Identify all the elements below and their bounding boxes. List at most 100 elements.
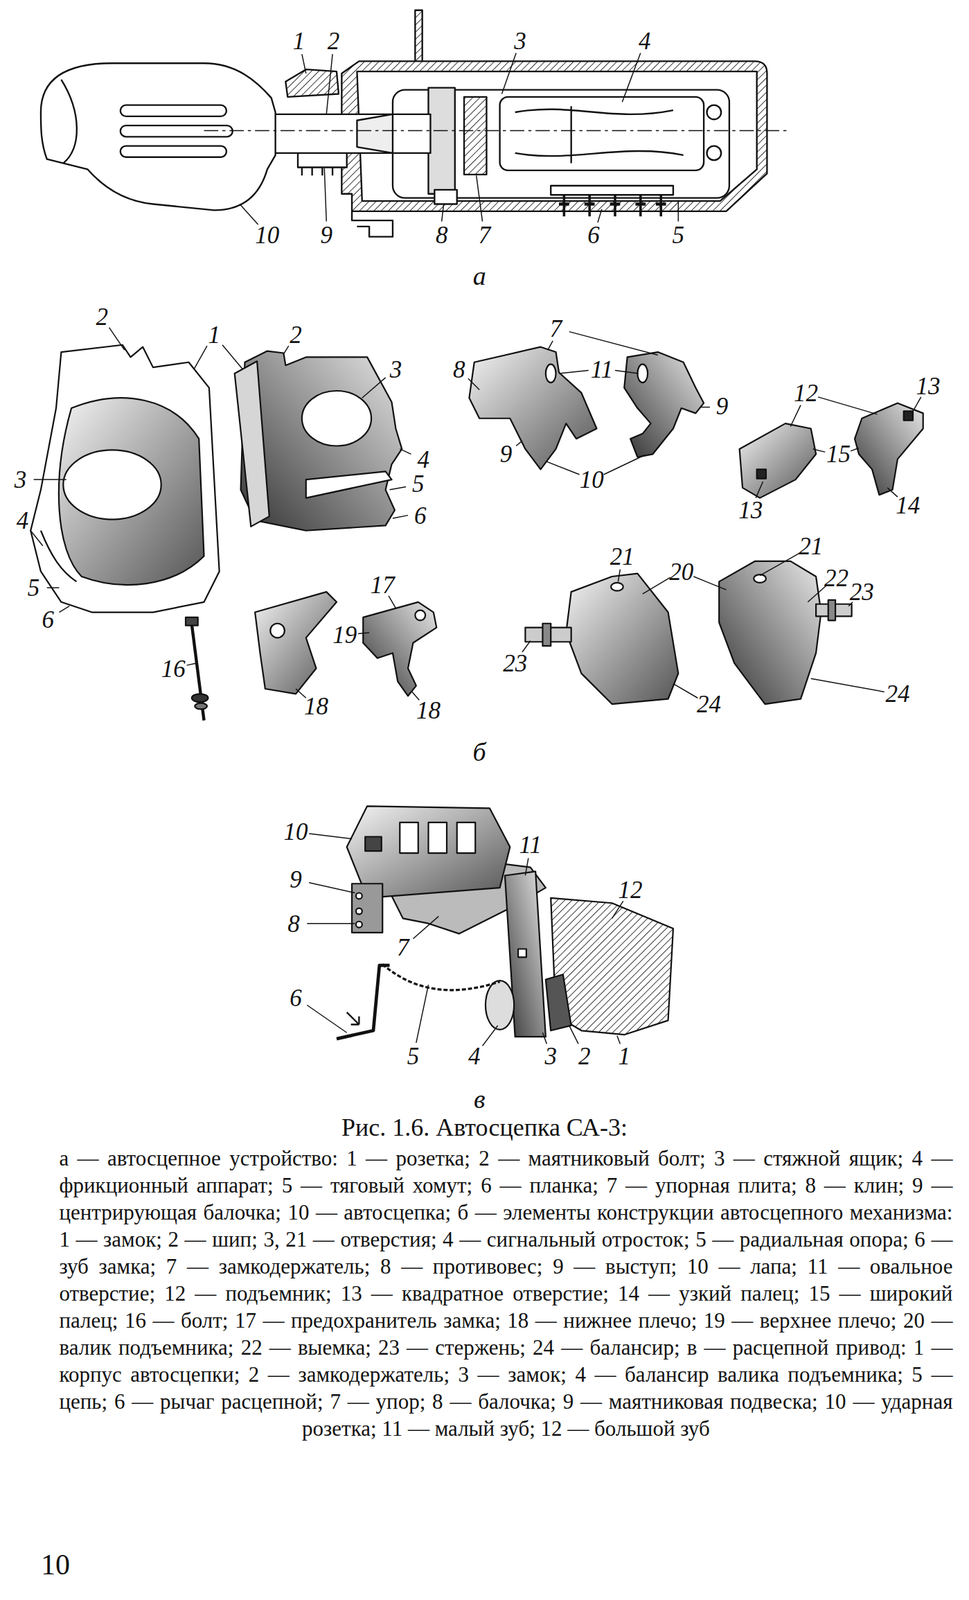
mechanism-parts-drawing-part [254,591,337,694]
mechanism-parts-drawing-part [753,574,767,583]
caption-legend: а — автосцепное устройство: 1 — розетка;… [58,1144,953,1442]
mechanism-parts-drawing-part [854,403,924,496]
leader-line-part [617,1035,620,1044]
leader-line-part [416,984,429,1043]
figure-letter: в [473,1085,486,1112]
leader-line-part [30,530,43,546]
coupler-assembly-drawing-part [558,202,667,206]
callout-number: 7 [478,222,492,247]
leader-line-part [392,515,408,519]
callout-number: 3 [544,1043,557,1069]
callout-number: 1 [292,28,306,53]
callout-number: 2 [327,28,341,53]
coupler-assembly-drawing-part [60,79,77,164]
callout-number: 4 [416,446,430,471]
mechanism-parts-drawing-part [610,582,624,591]
coupler-assembly-drawing-part [464,96,487,175]
coupler-assembly-drawing-part [550,185,674,195]
leader-line-part [597,209,602,223]
uncoupling-drive-drawing-part [428,822,448,853]
leader-line-part [308,833,352,839]
leader-line-part [912,396,922,414]
leader-line-part [621,53,641,103]
uncoupling-drive-drawing-part [545,973,572,1030]
uncoupling-drive-drawing-part [347,1011,360,1025]
leader-line-part [558,370,589,374]
callout-number: 4 [468,1043,481,1069]
callout-number: 23 [849,579,875,604]
leader-line-part [324,168,327,222]
leader-line-part [603,455,645,475]
mechanism-parts-drawing-part [468,347,597,470]
callout-number: 17 [370,572,395,597]
callout-number: 1 [618,1043,631,1069]
leader-line [30,53,922,1046]
callout-number: 11 [519,832,542,857]
coupler-assembly-drawing-part [301,167,333,176]
callout-number: 2 [96,304,109,329]
coupler-assembly-drawing-part [707,105,722,120]
leader-line-part [807,585,827,602]
leader-line-part [502,53,517,95]
uncoupling-drive-drawing-part [365,836,382,852]
callout-number: 8 [435,222,449,247]
callout-number: 9 [500,441,513,467]
callout-number: 14 [895,492,920,517]
leader-line-part [545,461,580,475]
leader-line-part [522,640,531,652]
coupler-assembly-drawing-part [120,105,227,117]
leader-line-part [693,576,726,590]
mechanism-parts-drawing-part [191,693,209,702]
mechanism-parts-drawing-part [194,703,208,710]
leader-line-part [47,586,60,588]
figure-letter: б [473,738,487,765]
leader-line-part [525,857,528,875]
coupler-assembly-drawing-part [434,189,457,205]
leader-line-part [326,54,333,115]
callout-number: 1 [208,322,221,348]
callout-number: 5 [407,1043,420,1069]
callout-number: 8 [287,910,300,936]
mechanism-parts-drawing-part [414,610,426,621]
callout-number: 10 [254,222,280,247]
leader-line-part [239,204,259,225]
coupler-assembly-drawing-part [356,114,393,154]
leader-line-part [482,1025,499,1046]
callout-number: 12 [793,380,819,405]
figure-caption: Рис. 1.6. Автосцепка СА-3: [0,1113,969,1142]
leader-line-part [399,448,411,454]
leader-line-part [468,378,480,390]
callout-number: 6 [587,222,600,247]
mechanism-parts-drawing-part [739,423,816,498]
callout-number: 13 [738,498,763,523]
callout-number: 18 [304,694,329,719]
leader-line-part [615,370,639,374]
coupler-assembly-drawing-part [297,153,348,168]
mechanism-parts-drawing-part [757,468,767,478]
mechanism-parts-drawing-part [565,573,679,704]
mechanism-parts-drawing-part [30,344,219,613]
callout-number: 3 [513,28,527,53]
uncoupling-drive-drawing-part [399,822,419,853]
callout-number: 2 [289,322,302,348]
callout-number: 24 [885,681,910,706]
mechanism-parts-drawing-part [306,470,393,498]
callout-number: 23 [502,651,528,676]
leader-line-part [699,406,710,408]
leader-line-part [388,595,396,609]
uncoupling-drive-drawing-part [336,964,390,1039]
mechanism-parts-drawing-part [40,530,77,582]
leader-line-part [755,481,763,499]
leader-line-part [617,569,620,582]
mechanism-parts-drawing-part [270,623,285,638]
coupler-assembly-drawing-part [500,96,705,171]
uncoupling-drive-drawing-part [356,921,363,928]
callout-number: 9 [289,867,302,892]
leader-line-part [642,576,671,594]
leader-line-part [678,200,679,222]
callout-number: 20 [669,558,694,584]
leader-line-part [358,632,370,634]
leader-line-part [818,396,877,415]
mechanism-parts-drawing-part [637,364,648,384]
uncoupling-drive-drawing-part [382,964,500,990]
